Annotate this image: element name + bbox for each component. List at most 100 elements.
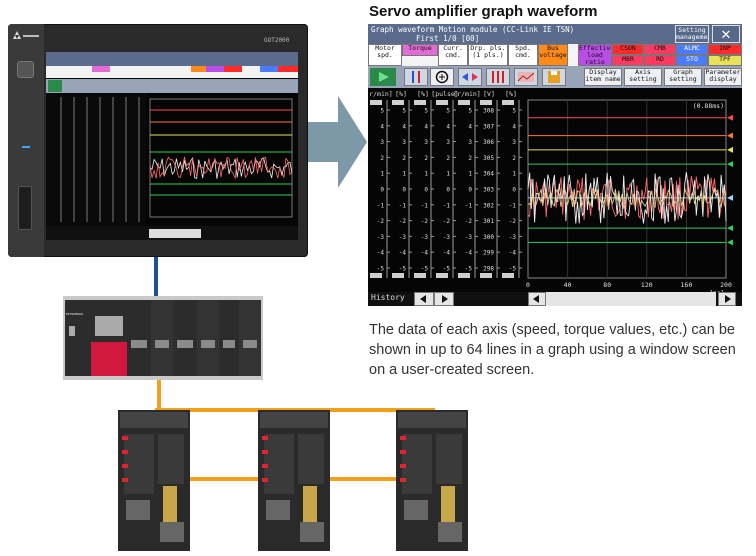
axis-tick-label: -5	[509, 266, 517, 273]
graph-setting-button[interactable]: Graph setting	[664, 68, 702, 86]
x-axis-tick-label: 120	[641, 281, 653, 289]
trigger-icon[interactable]	[486, 68, 510, 86]
description-text: The data of each axis (speed, torque val…	[369, 322, 736, 378]
channel-tab-droop-pulse[interactable]: Drp. pls. (1 pls.)	[468, 44, 508, 66]
axis-tick-label: -4	[421, 250, 429, 257]
axis-tick-label: 1	[402, 171, 406, 178]
axis-scroll-down-button	[370, 273, 382, 278]
axis-tick-label: 1	[468, 171, 472, 178]
axis-tick-label: 5	[380, 108, 384, 115]
axis-tick-label: -1	[443, 202, 451, 209]
axis-scroll-up-button	[502, 100, 514, 105]
axis-tick-label: -3	[421, 234, 429, 241]
axis-tick-label: 4	[402, 123, 406, 130]
axis-tick-label: -1	[421, 202, 429, 209]
channel-tab-motor-speed[interactable]: Motor spd.	[368, 44, 402, 66]
axis-unit-label: [%]	[395, 90, 407, 98]
graph-waveform-screen: Graph waveform Motion module (CC-Link IE…	[368, 24, 742, 306]
axis-unit-label: [r/min]	[453, 90, 480, 98]
flag-tpf: TPF	[708, 55, 742, 66]
channel-tab-bus-voltage[interactable]: Bus voltage	[538, 44, 568, 66]
flag-almc: ALMC	[676, 44, 708, 55]
cursor-icon[interactable]	[404, 68, 428, 86]
axis-tick-label: -2	[509, 218, 517, 225]
axis-tick-label: -1	[509, 202, 517, 209]
axis-tick-label: 3	[402, 139, 406, 146]
history-prev-button[interactable]	[414, 292, 434, 306]
axis-unit-label: [r/min]	[368, 90, 393, 98]
screen-title-bar: Graph waveform Motion module (CC-Link IE…	[368, 24, 742, 44]
horizontal-scrollbar[interactable]	[546, 292, 716, 306]
axis-tick-label: 2	[512, 155, 516, 162]
parameter-display-button[interactable]: Parameter display	[704, 68, 742, 86]
axis-tick-label: 4	[446, 123, 450, 130]
axis-tick-label: 302	[483, 202, 494, 209]
axis-tick-label: 3	[512, 139, 516, 146]
play-icon[interactable]	[370, 68, 396, 86]
channel-tab-current-command[interactable]: Curr. cmd.	[438, 44, 468, 66]
axis-tick-label: 4	[380, 123, 384, 130]
setting-management-button[interactable]: Setting management	[675, 25, 709, 43]
axis-tick-label: 308	[483, 108, 494, 115]
caption-title: Servo amplifier graph waveform	[369, 3, 598, 20]
axis-tick-label: -4	[465, 250, 473, 257]
hmi-brand-label: GOT2000	[264, 37, 290, 44]
axis-tick-label: 3	[380, 139, 384, 146]
axis-scroll-up-button	[370, 100, 382, 105]
axis-tick-label: -4	[509, 250, 517, 257]
display-item-name-button[interactable]: Display item name	[584, 68, 622, 86]
axis-tick-label: -4	[377, 250, 385, 257]
graph-line-marker	[727, 114, 733, 121]
axis-tick-label: 304	[483, 171, 494, 178]
plc-rack	[63, 296, 263, 380]
channel-tab-effective-load-ratio[interactable]: Effective load ratio	[578, 44, 612, 66]
axis-tick-label: 3	[424, 139, 428, 146]
graph-line-marker	[727, 146, 733, 153]
axis-unit-label: [%]	[417, 90, 429, 98]
plc-brand-label: MITSUBISHI	[66, 312, 84, 316]
axis-tick-label: 1	[380, 171, 384, 178]
axis-scroll-down-button	[414, 273, 426, 278]
axis-unit-label: [pulse]	[431, 90, 458, 98]
zoom-icon[interactable]	[430, 68, 454, 86]
servo-amplifier	[396, 410, 468, 551]
hmi-screen	[46, 52, 298, 240]
axis-tick-label: 1	[512, 171, 516, 178]
graph-line-marker	[727, 161, 733, 168]
axis-scroll-up-button	[436, 100, 448, 105]
screen-subtitle: First 1/0 [00]	[416, 34, 480, 43]
flag-sto: STO	[676, 55, 708, 66]
mitsubishi-logo-icon	[12, 30, 42, 42]
axis-tick-label: 301	[483, 218, 494, 225]
scroll-right-button[interactable]	[718, 292, 736, 306]
flag-cmb: CMB	[644, 44, 676, 55]
axis-tick-label: 0	[512, 187, 516, 194]
channel-tab-torque[interactable]: Torque	[402, 44, 438, 56]
graph-line-marker	[727, 225, 733, 232]
axis-tick-label: -3	[509, 234, 517, 241]
axis-setting-button[interactable]: Axis setting	[624, 68, 662, 86]
close-icon[interactable]: ✕	[712, 25, 740, 43]
axis-tick-label: -5	[421, 266, 429, 273]
axis-tick-label: 2	[424, 155, 428, 162]
hmi-camera-icon	[17, 61, 34, 78]
axis-scroll-up-button	[480, 100, 492, 105]
axis-tick-label: 5	[512, 108, 516, 115]
arrow-icon	[304, 96, 367, 188]
axis-tick-label: -2	[443, 218, 451, 225]
axis-tick-label: 2	[402, 155, 406, 162]
axis-tick-label: 300	[483, 234, 494, 241]
axis-scroll-up-button	[392, 100, 404, 105]
axis-tick-label: 5	[468, 108, 472, 115]
axis-tick-label: -2	[421, 218, 429, 225]
scroll-horizontal-icon[interactable]	[458, 68, 482, 86]
x-axis-tick-label: 0	[526, 281, 530, 289]
scroll-left-button[interactable]	[528, 292, 546, 306]
channel-tab-speed-command[interactable]: Spd. cmd.	[508, 44, 538, 66]
screen-title: Graph waveform Motion module (CC-Link IE…	[371, 25, 575, 34]
save-icon[interactable]	[542, 68, 566, 86]
axis-scale-columns: [r/min] 5 4 3 2 1 0 -1 -2 -3 -4 -5 [%] 5 4 3 2 1 0 -1 -2 -3 -4…	[368, 88, 742, 297]
graph-image-icon[interactable]	[514, 68, 538, 86]
graph-line-marker	[727, 239, 733, 246]
history-next-button[interactable]	[434, 292, 454, 306]
